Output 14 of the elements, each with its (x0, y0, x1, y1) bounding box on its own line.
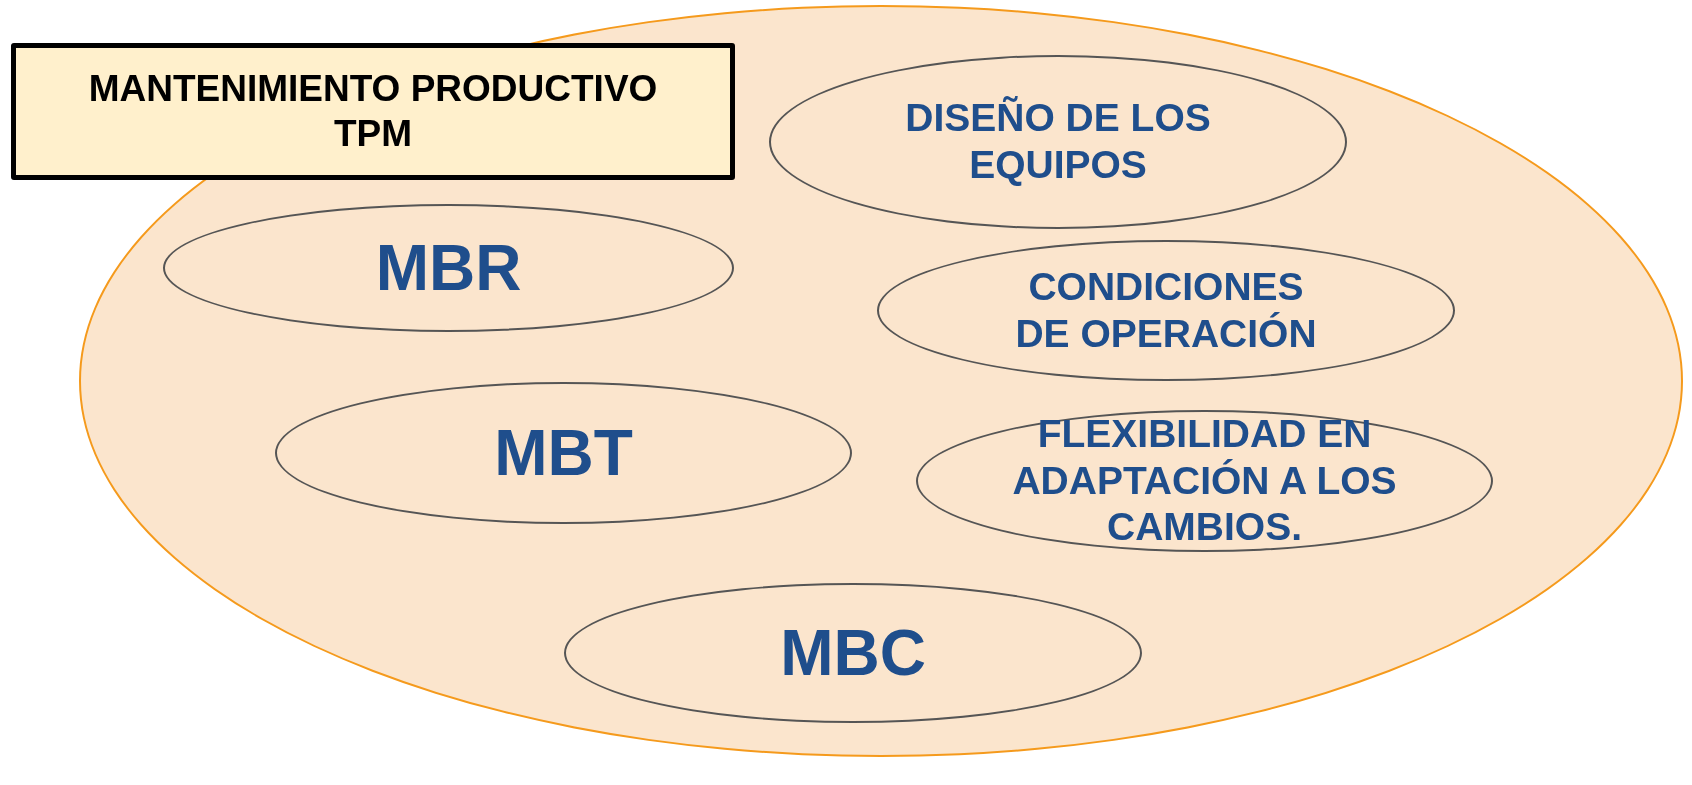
ellipse (275, 382, 852, 524)
ellipse (163, 204, 734, 332)
ellipse-label: CONDICIONES DE OPERACIÓN (1014, 263, 1318, 357)
ellipse-label: FLEXIBILIDAD EN ADAPTACIÓN A LOS CAMBIOS. (1011, 410, 1398, 551)
ellipse-label: MBC (779, 615, 927, 691)
title-box (11, 43, 735, 180)
title-text: MANTENIMIENTO PRODUCTIVO TPM (87, 67, 659, 156)
ellipse (916, 410, 1493, 552)
ellipse (564, 583, 1142, 723)
ellipse (877, 240, 1455, 381)
ellipse-label: MBR (374, 230, 523, 306)
ellipse (769, 55, 1347, 229)
ellipse-label: DISEÑO DE LOS EQUIPOS (904, 95, 1212, 188)
ellipse-label: MBT (493, 415, 634, 491)
